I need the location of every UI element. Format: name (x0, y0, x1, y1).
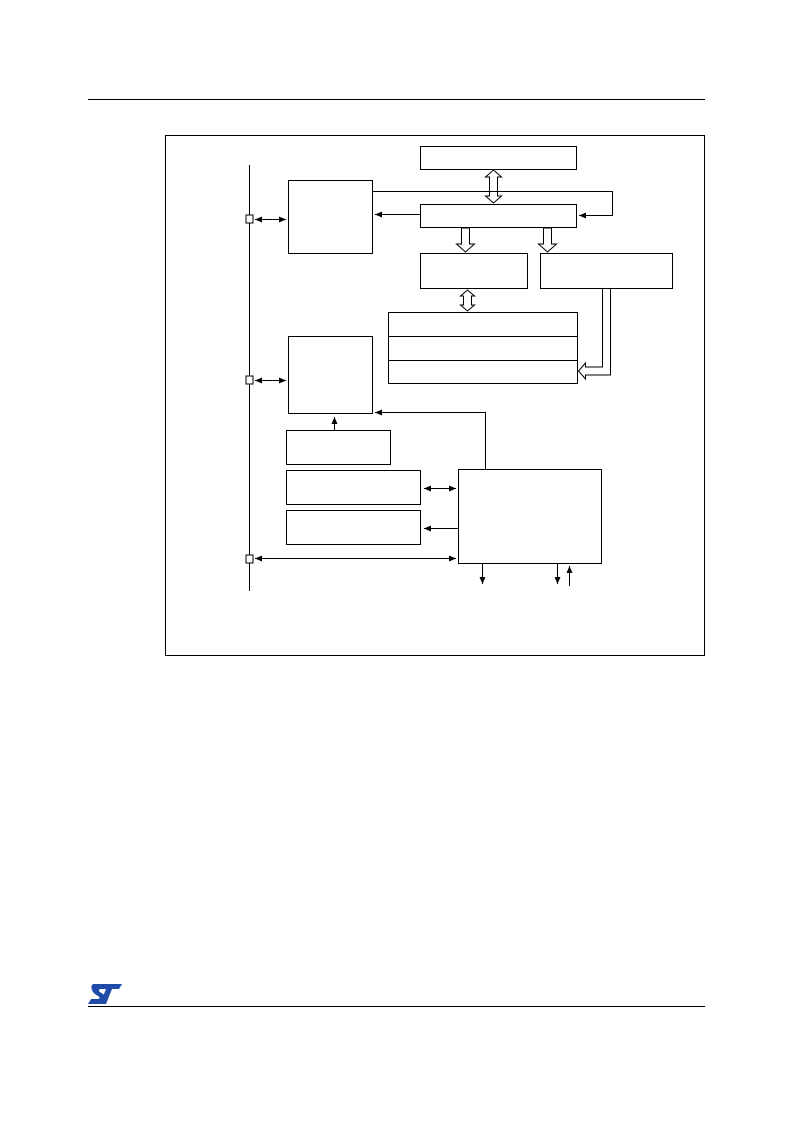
footer-rule (88, 1006, 705, 1007)
block-left-middle (288, 336, 373, 414)
block-top (420, 146, 577, 170)
bus-port-square-2 (245, 375, 254, 385)
hollow-down-arrow-left (455, 227, 476, 253)
hollow-down-arrow-right (537, 227, 558, 253)
block-mid-right (540, 253, 673, 289)
bus-port-square-1 (245, 214, 254, 224)
figure-frame (165, 135, 705, 656)
block-controller (458, 469, 602, 564)
arrow-controller-to-left-middle (375, 409, 486, 469)
feedback-line (373, 191, 613, 219)
hollow-double-arrow-mid (459, 289, 476, 312)
st-logo-icon (88, 984, 122, 1004)
block-mid-left (420, 253, 528, 289)
header-rule (88, 99, 705, 100)
block-lower-left-2 (286, 510, 421, 545)
block-small-lower (286, 430, 391, 465)
block-left-upper (288, 180, 373, 254)
block-stacked (388, 312, 578, 384)
hollow-double-arrow-top (484, 169, 503, 204)
bus-port-square-3 (245, 554, 254, 564)
block-lower-left-1 (286, 470, 421, 505)
hollow-l-arrow (577, 289, 611, 381)
block-interface (420, 204, 577, 228)
